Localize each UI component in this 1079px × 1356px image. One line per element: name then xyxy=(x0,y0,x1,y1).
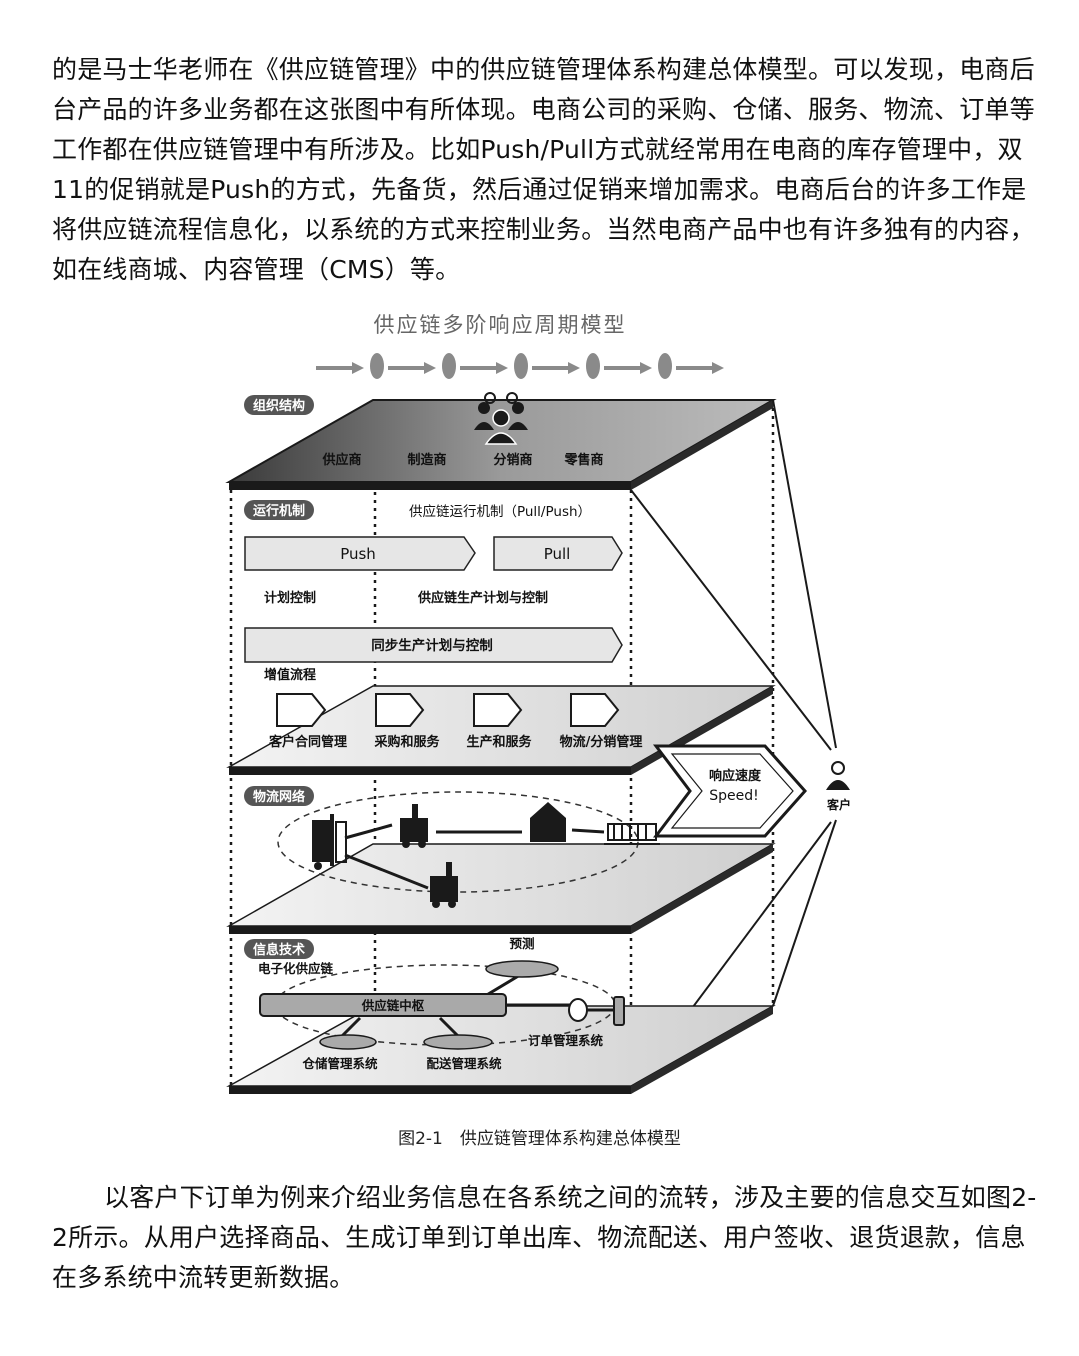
it-esc-label: 电子化供应链 xyxy=(258,961,334,976)
it-delivery-label: 配送管理系统 xyxy=(426,1056,502,1071)
speed-line-2: Speed! xyxy=(709,788,759,804)
process-logistics: 物流/分销管理 xyxy=(560,734,643,750)
ops-label-badge xyxy=(244,500,314,520)
figure-title: 供应链多阶响应周期模型 xyxy=(374,313,627,337)
pull-label: Pull xyxy=(544,545,571,563)
sync-plan-arrow xyxy=(244,627,623,663)
truck-icon-1 xyxy=(400,804,428,848)
forklift-icon xyxy=(312,814,347,870)
forecast-node xyxy=(485,960,559,978)
layer-guides xyxy=(229,408,775,1088)
process-purchase: 采购和服务 xyxy=(373,734,440,750)
ops-mechanism: 供应链运行机制（Pull/Push） xyxy=(409,503,591,520)
customer-icon xyxy=(826,761,850,790)
dock-icon xyxy=(604,823,660,845)
org-retailer: 零售商 xyxy=(563,452,603,468)
it-label-badge xyxy=(244,939,314,959)
body-paragraph-1: 的是马士华老师在《供应链管理》中的供应链管理体系构建总体模型。可以发现，电商后台… xyxy=(52,55,1035,284)
speed-line-1: 响应速度 xyxy=(709,768,762,784)
process-contract: 客户合同管理 xyxy=(269,734,347,750)
people-group-icon xyxy=(474,392,528,445)
it-links xyxy=(338,973,614,1040)
hub-cylinder xyxy=(259,993,507,1017)
response-cycle-timeline xyxy=(316,353,724,379)
truck-icon-2 xyxy=(430,862,458,908)
value-process-label: 增值流程 xyxy=(264,667,316,683)
org-label: 组织结构 xyxy=(253,398,305,414)
org-supplier: 供应商 xyxy=(321,452,361,468)
it-hub-label: 供应链中枢 xyxy=(361,998,425,1013)
body-paragraph-2: 以客户下订单为例来介绍业务信息在各系统之间的流转，涉及主要的信息交互如图2-2所… xyxy=(52,1178,1042,1298)
ops-label: 运行机制 xyxy=(253,503,305,519)
org-manufacturer: 制造商 xyxy=(407,452,446,468)
production-plan-label: 供应链生产计划与控制 xyxy=(417,590,548,606)
push-arrow xyxy=(244,536,476,571)
it-plane xyxy=(226,1005,776,1094)
it-forecast-label: 预测 xyxy=(509,936,534,951)
logistics-label: 物流网络 xyxy=(253,789,305,805)
pull-arrow xyxy=(493,536,623,571)
delivery-node xyxy=(423,1034,493,1050)
speed-arrow xyxy=(652,744,808,838)
process-pentagons xyxy=(276,693,620,727)
logistics-links xyxy=(344,823,605,890)
plan-control-label: 计划控制 xyxy=(264,590,316,606)
supply-chain-model-diagram: 供应链多阶响应周期模型 组织结构 供应商 制造商 分销商 零售商 xyxy=(225,313,851,1094)
org-label-badge xyxy=(244,395,314,415)
logistics-label-badge xyxy=(244,786,314,806)
sync-plan-label: 同步生产计划与控制 xyxy=(371,637,493,654)
warehouse-icon xyxy=(530,802,566,842)
warehouse-node xyxy=(319,1034,377,1050)
figure-caption: 图2-1 供应链管理体系构建总体模型 xyxy=(398,1129,681,1149)
it-warehouse-label: 仓储管理系统 xyxy=(301,1056,378,1071)
body-paragraph-2-text: 以客户下订单为例来介绍业务信息在各系统之间的流转，涉及主要的信息交互如图2-2所… xyxy=(52,1183,1037,1292)
it-order-label: 订单管理系统 xyxy=(528,1033,604,1048)
customer-label: 客户 xyxy=(826,797,851,812)
logistics-network-ring xyxy=(277,791,639,893)
logistics-plane xyxy=(226,843,776,934)
push-label: Push xyxy=(340,545,376,563)
order-terminal xyxy=(613,996,625,1026)
process-production: 生产和服务 xyxy=(466,734,532,750)
org-distributor: 分销商 xyxy=(493,452,532,468)
it-label: 信息技术 xyxy=(253,942,305,958)
order-node xyxy=(568,998,588,1022)
